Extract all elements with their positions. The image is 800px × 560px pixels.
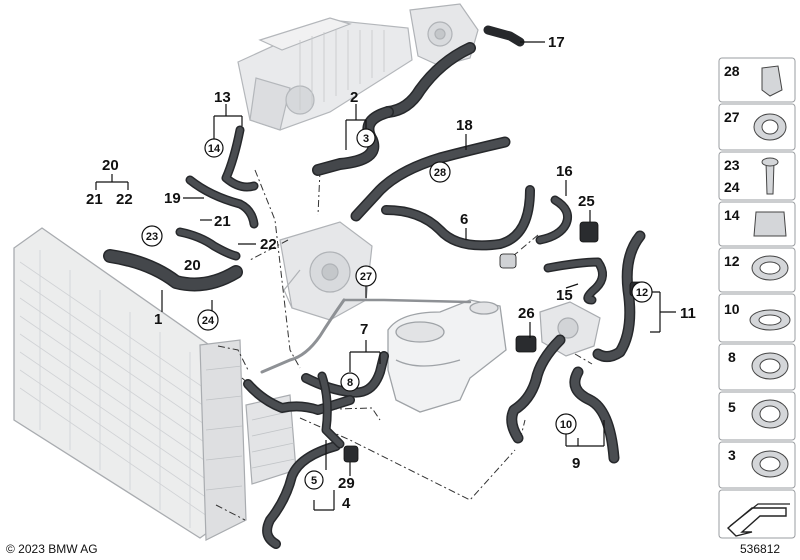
legend-24: 24 [724, 179, 740, 195]
legend-panel: 28 27 23 24 14 12 10 8 5 3 [718, 57, 796, 539]
callout-26: 26 [518, 305, 535, 322]
legend-23: 23 [724, 157, 740, 173]
circled-labels: 3 14 28 23 24 27 8 12 10 5 [146, 133, 648, 487]
diagram-number: 536812 [740, 542, 780, 556]
clip-14-icon [753, 211, 787, 237]
ref-8: 8 [347, 377, 353, 389]
ref-27: 27 [360, 271, 372, 283]
legend-28: 28 [724, 63, 740, 79]
copyright-text: © 2023 BMW AG [6, 542, 98, 556]
callout-25: 25 [578, 193, 595, 210]
callout-22-group: 22 [116, 191, 133, 208]
callout-16: 16 [556, 163, 573, 180]
callout-20: 20 [184, 257, 201, 274]
legend-3: 3 [728, 447, 736, 463]
intercooler-icon [237, 17, 413, 131]
ref-14: 14 [208, 143, 221, 155]
callout-22: 22 [260, 236, 277, 253]
legend-5: 5 [728, 399, 736, 415]
expansion-tank-icon [387, 299, 507, 413]
callout-20-group: 20 [102, 157, 119, 174]
callout-6: 6 [460, 211, 468, 228]
legend-14: 14 [724, 207, 740, 223]
screw-icon [765, 161, 775, 195]
clip-28-icon [761, 65, 783, 97]
radiator-icon [13, 227, 247, 541]
leader-lines [95, 41, 676, 511]
circled-references [141, 128, 653, 490]
coolant-hose-icon [103, 25, 646, 549]
arrow-icon[interactable] [726, 503, 790, 537]
callout-9: 9 [572, 455, 580, 472]
ref-3: 3 [363, 133, 369, 145]
callout-18: 18 [456, 117, 473, 134]
callout-29: 29 [338, 475, 355, 492]
callout-15: 15 [556, 287, 573, 304]
callout-labels: 2 13 17 18 20 21 22 19 21 22 20 1 6 16 2… [86, 34, 696, 512]
legend-27: 27 [724, 109, 740, 125]
callout-17: 17 [548, 34, 565, 51]
legend-12: 12 [724, 253, 740, 269]
legend-8: 8 [728, 349, 736, 365]
ref-12: 12 [636, 287, 648, 299]
callout-7: 7 [360, 321, 368, 338]
legend-10: 10 [724, 301, 740, 317]
callout-11: 11 [680, 305, 696, 322]
callout-4: 4 [342, 495, 351, 512]
callout-1: 1 [154, 311, 162, 328]
callout-21: 21 [214, 213, 231, 230]
ref-28: 28 [434, 167, 446, 179]
callout-2: 2 [350, 89, 358, 106]
ref-24: 24 [202, 315, 215, 327]
ref-5: 5 [311, 475, 317, 487]
callout-21-group: 21 [86, 191, 103, 208]
ref-10: 10 [560, 419, 572, 431]
ref-23: 23 [146, 231, 158, 243]
callout-13: 13 [214, 89, 231, 106]
callout-19: 19 [164, 190, 181, 207]
